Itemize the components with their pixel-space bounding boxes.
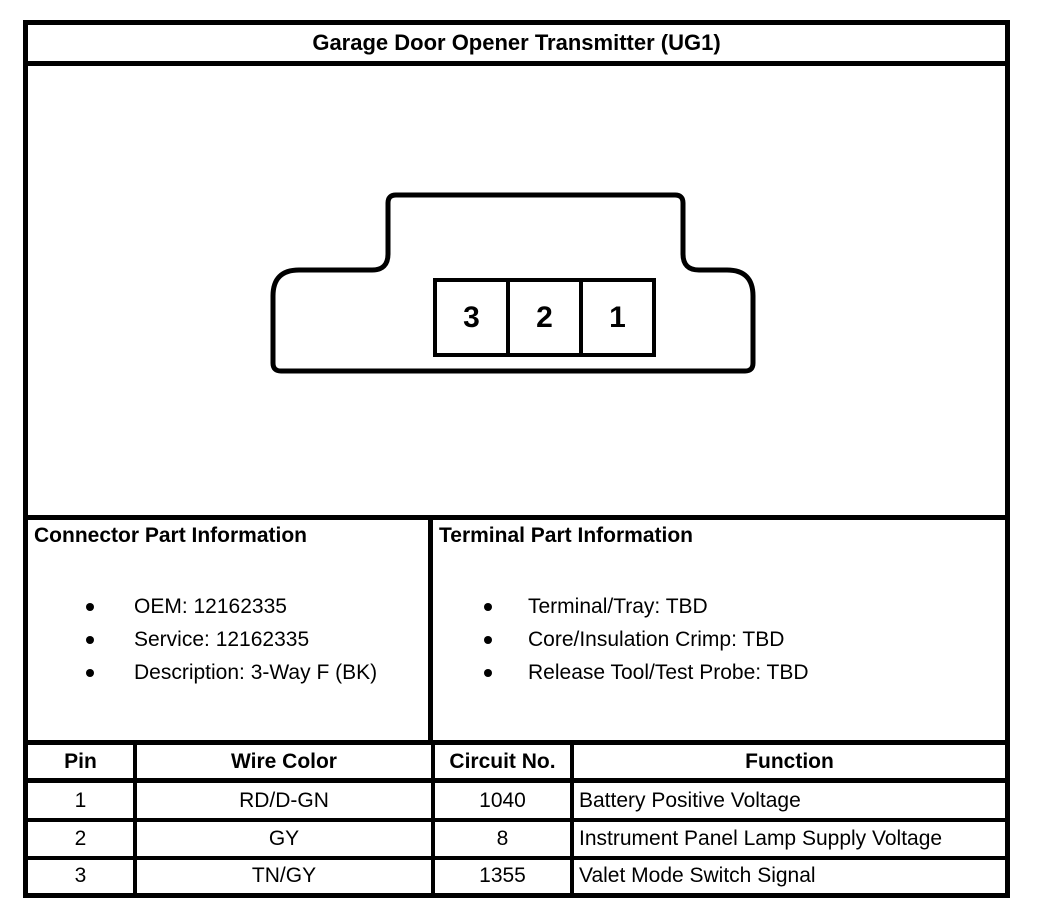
circuit-no-cell: 8 bbox=[431, 817, 574, 860]
table-row: 1 RD/D-GN 1040 Battery Positive Voltage bbox=[28, 778, 1005, 822]
list-item: OEM: 12162335 bbox=[34, 590, 426, 623]
oem-number: OEM: 12162335 bbox=[134, 594, 287, 618]
connector-part-info-list: OEM: 12162335 Service: 12162335 Descript… bbox=[34, 590, 426, 689]
pin-table-header-row: Pin Wire Color Circuit No. Function bbox=[28, 745, 1005, 784]
connector-spec-sheet: Garage Door Opener Transmitter (UG1) 3 2… bbox=[23, 20, 1010, 898]
terminal-part-info-heading: Terminal Part Information bbox=[439, 524, 693, 547]
pin-cavity-label: 1 bbox=[609, 300, 626, 334]
pin-table-section: Pin Wire Color Circuit No. Function 1 RD… bbox=[28, 745, 1005, 893]
pin-cavity-label: 3 bbox=[463, 300, 480, 334]
pin-cavity-row: 3 2 1 bbox=[433, 278, 656, 357]
column-header-wire-color: Wire Color bbox=[133, 745, 435, 784]
pin-cell: 2 bbox=[28, 817, 137, 860]
list-item: Release Tool/Test Probe: TBD bbox=[439, 656, 1003, 689]
terminal-part-info-panel: Terminal Part Information Terminal/Tray:… bbox=[433, 520, 1005, 740]
core-insulation-crimp: Core/Insulation Crimp: TBD bbox=[528, 627, 785, 651]
list-item: Core/Insulation Crimp: TBD bbox=[439, 623, 1003, 656]
pin-cavity-label: 2 bbox=[536, 300, 553, 334]
function-cell: Instrument Panel Lamp Supply Voltage bbox=[570, 817, 1005, 860]
pin-cavity-3: 3 bbox=[433, 278, 510, 357]
page-title: Garage Door Opener Transmitter (UG1) bbox=[312, 30, 721, 55]
column-header-circuit-no: Circuit No. bbox=[431, 745, 574, 784]
bullet-icon bbox=[86, 602, 94, 611]
function-cell: Battery Positive Voltage bbox=[570, 778, 1005, 822]
table-row: 2 GY 8 Instrument Panel Lamp Supply Volt… bbox=[28, 817, 1005, 860]
service-number: Service: 12162335 bbox=[134, 627, 310, 651]
column-header-pin: Pin bbox=[28, 745, 137, 784]
wire-color-cell: RD/D-GN bbox=[133, 778, 435, 822]
release-tool-test-probe: Release Tool/Test Probe: TBD bbox=[528, 660, 809, 684]
table-row: 3 TN/GY 1355 Valet Mode Switch Signal bbox=[28, 855, 1005, 893]
pin-cavity-1: 1 bbox=[579, 278, 656, 357]
connector-part-info-panel: Connector Part Information OEM: 12162335… bbox=[28, 520, 433, 740]
wire-color-cell: TN/GY bbox=[133, 855, 435, 893]
pin-table: Pin Wire Color Circuit No. Function 1 RD… bbox=[28, 745, 1005, 893]
connector-part-info-heading: Connector Part Information bbox=[34, 524, 308, 547]
connector-diagram: 3 2 1 bbox=[28, 66, 1005, 515]
connector-description: Description: 3-Way F (BK) bbox=[134, 660, 378, 684]
wire-color-cell: GY bbox=[133, 817, 435, 860]
terminal-tray: Terminal/Tray: TBD bbox=[528, 594, 708, 618]
bullet-icon bbox=[86, 668, 94, 677]
bullet-icon bbox=[484, 602, 492, 611]
list-item: Description: 3-Way F (BK) bbox=[34, 656, 426, 689]
part-information-section: Connector Part Information OEM: 12162335… bbox=[28, 515, 1005, 745]
circuit-no-cell: 1355 bbox=[431, 855, 574, 893]
list-item: Service: 12162335 bbox=[34, 623, 426, 656]
title-bar: Garage Door Opener Transmitter (UG1) bbox=[28, 25, 1005, 66]
bullet-icon bbox=[86, 635, 94, 644]
pin-cell: 3 bbox=[28, 855, 137, 893]
pin-cavity-2: 2 bbox=[506, 278, 583, 357]
pin-cell: 1 bbox=[28, 778, 137, 822]
terminal-part-info-list: Terminal/Tray: TBD Core/Insulation Crimp… bbox=[439, 590, 1003, 689]
list-item: Terminal/Tray: TBD bbox=[439, 590, 1003, 623]
circuit-no-cell: 1040 bbox=[431, 778, 574, 822]
bullet-icon bbox=[484, 635, 492, 644]
bullet-icon bbox=[484, 668, 492, 677]
column-header-function: Function bbox=[570, 745, 1005, 784]
function-cell: Valet Mode Switch Signal bbox=[570, 855, 1005, 893]
